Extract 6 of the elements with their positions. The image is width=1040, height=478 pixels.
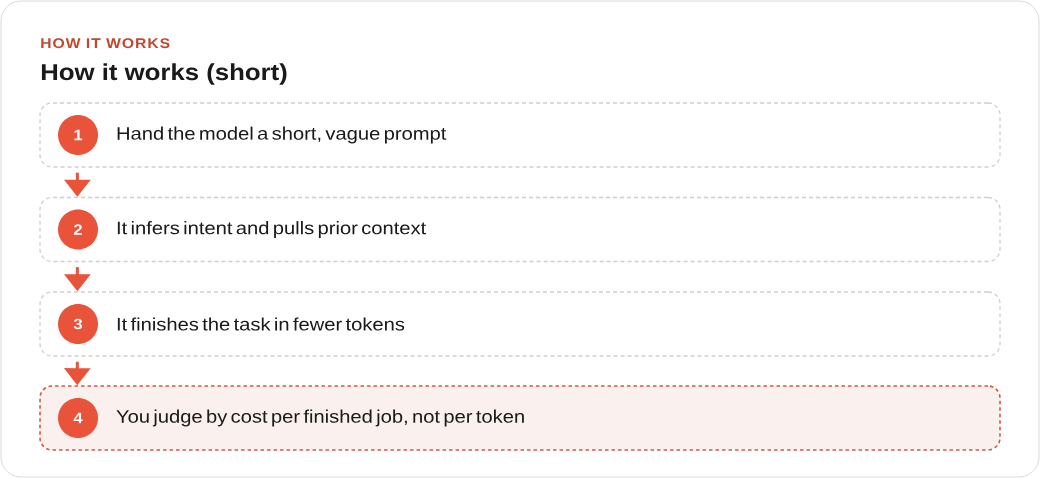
number-badge: 4: [58, 398, 98, 438]
section-label: HOW IT WORKS: [41, 38, 170, 49]
heading: How it works (short): [41, 63, 287, 85]
number-badge: 2: [58, 209, 98, 250]
number-badge: 1: [58, 115, 98, 155]
number-badge: 3: [58, 304, 98, 344]
